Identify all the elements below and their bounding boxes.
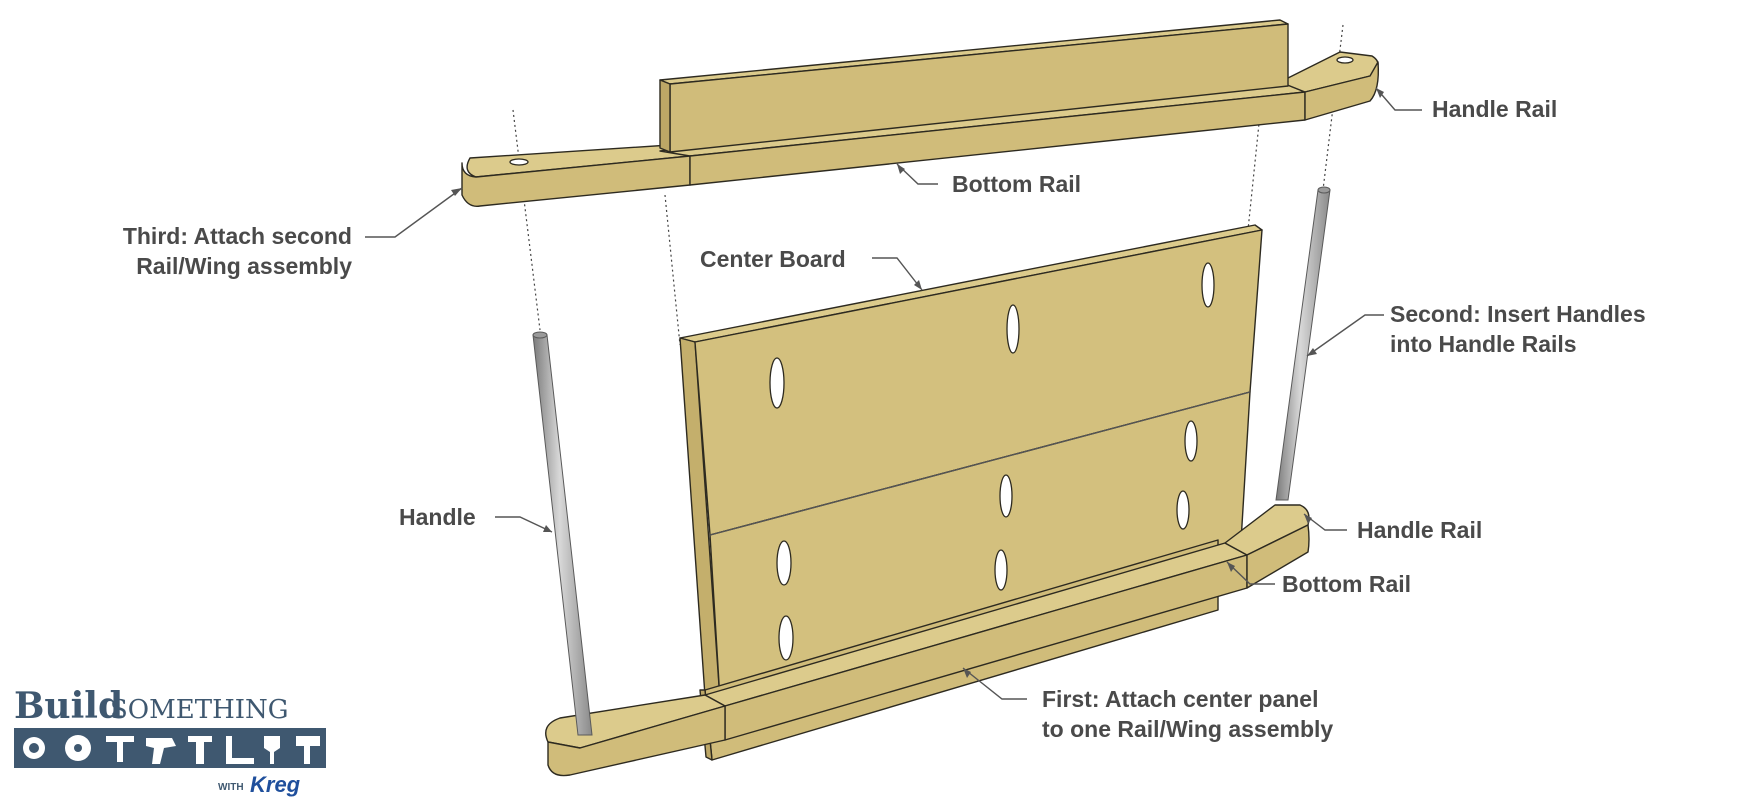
pocket-hole xyxy=(1176,490,1190,530)
pocket-hole xyxy=(999,474,1013,518)
pocket-hole xyxy=(769,357,785,409)
label-third-step-line2: Rail/Wing assembly xyxy=(136,253,352,279)
top-handle-rail-right-front xyxy=(1304,61,1380,121)
top-wing-board-end xyxy=(659,79,671,153)
label-second-step-line2: into Handle Rails xyxy=(1390,331,1577,357)
label-center-board: Center Board xyxy=(700,246,846,272)
pocket-hole xyxy=(994,549,1008,591)
bottom-handle-rail-right-front xyxy=(1246,524,1310,589)
logo-tool-icons xyxy=(14,728,326,768)
buildsomething-logo: Build SOMETHING WITH Kreg xyxy=(14,685,326,797)
pocket-hole xyxy=(1201,262,1215,308)
handles xyxy=(532,186,1331,736)
pocket-hole xyxy=(778,615,794,661)
logo-kreg: Kreg xyxy=(250,772,301,797)
center-board xyxy=(679,224,1263,701)
callout-labels: Handle Rail Bottom Rail Third: Attach se… xyxy=(123,96,1646,742)
leader-lines xyxy=(365,87,1422,700)
square-icon xyxy=(226,736,254,764)
drill-icon xyxy=(146,738,176,764)
logo-something: SOMETHING xyxy=(110,695,289,725)
hammer-icon xyxy=(106,736,134,762)
roller-icon xyxy=(296,736,320,764)
label-second-step-line1: Second: Insert Handles xyxy=(1390,301,1646,327)
label-first-step-line2: to one Rail/Wing assembly xyxy=(1042,716,1333,742)
handle-left xyxy=(532,334,593,736)
pocket-hole xyxy=(1006,304,1020,354)
label-handle-rail-bottom: Handle Rail xyxy=(1357,517,1482,543)
pocket-hole xyxy=(1184,420,1198,462)
label-handle: Handle xyxy=(399,504,476,530)
pocket-hole xyxy=(776,540,792,586)
label-third-step-line1: Third: Attach second xyxy=(123,223,352,249)
label-bottom-rail-bottom: Bottom Rail xyxy=(1282,571,1411,597)
logo-build: Build xyxy=(14,685,123,727)
top-rail-assembly xyxy=(461,19,1380,207)
top-handle-hole-right xyxy=(1336,56,1354,64)
label-bottom-rail-top: Bottom Rail xyxy=(952,171,1081,197)
clamp-icon xyxy=(188,736,212,764)
top-handle-hole-left xyxy=(509,158,529,166)
label-handle-rail-top: Handle Rail xyxy=(1432,96,1557,122)
bottom-rail-assembly xyxy=(545,504,1310,777)
brush-icon xyxy=(264,736,280,764)
logo-with: WITH xyxy=(218,782,244,793)
bottom-handle-rail-left-front xyxy=(547,705,726,777)
label-first-step-line1: First: Attach center panel xyxy=(1042,686,1318,712)
